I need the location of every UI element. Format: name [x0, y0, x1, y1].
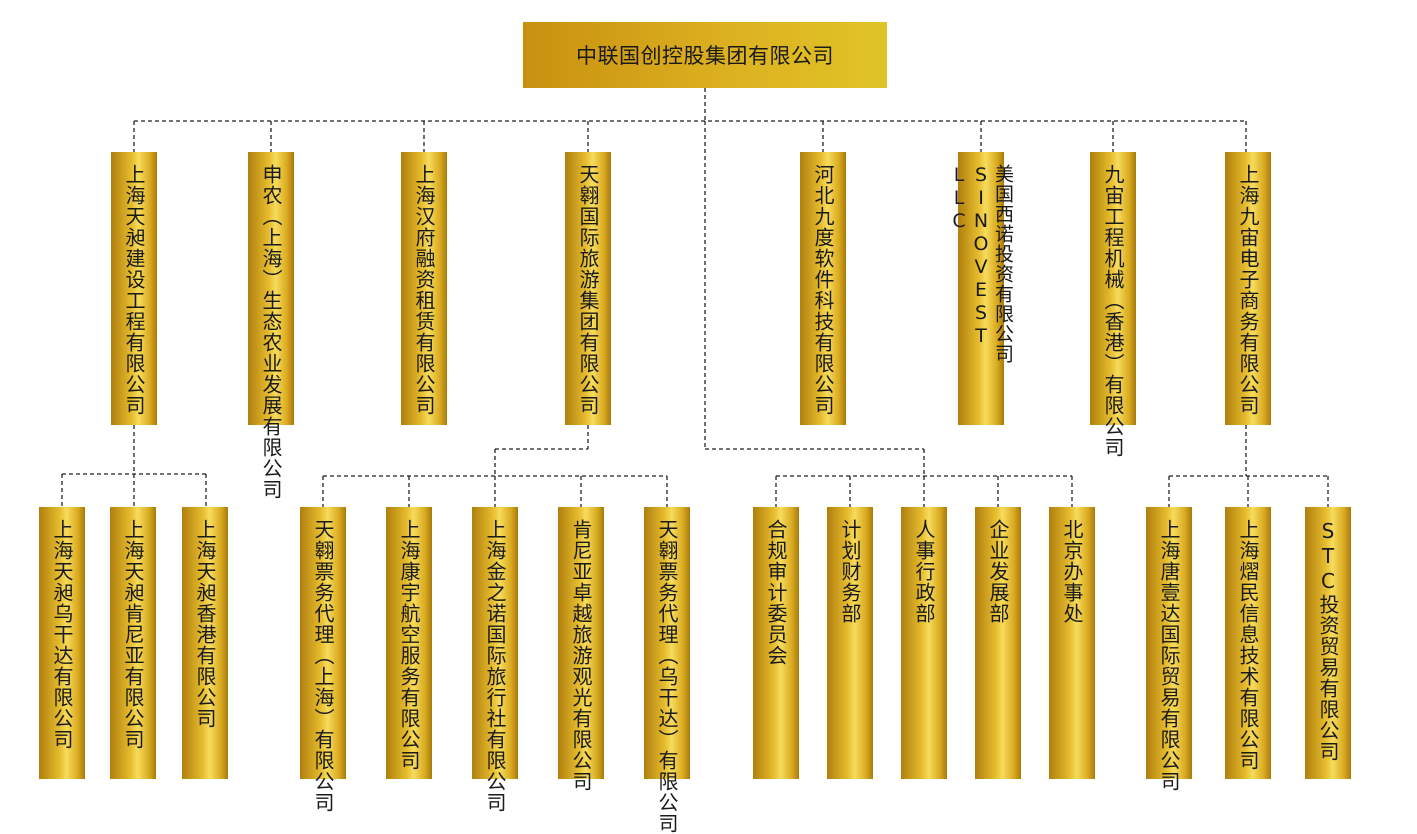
- l1-node-hebei-jiudu-software: 河北九度软件科技有限公司: [800, 152, 846, 425]
- l1-node-hanfu-leasing: 上海汉府融资租赁有限公司: [401, 152, 447, 425]
- l2-label: 肯尼亚卓越旅游观光有限公司: [569, 519, 593, 792]
- l1-label: 天翱国际旅游集团有限公司: [576, 164, 600, 416]
- l1-label: 上海九宙电子商务有限公司: [1236, 164, 1260, 416]
- l2-label: 企业发展部: [986, 519, 1010, 624]
- l1-label: 九宙工程机械（香港）有限公司: [1101, 164, 1125, 458]
- root-company-label: 中联国创控股集团有限公司: [576, 44, 834, 68]
- l1-label: 申农（上海）生态农业发展有限公司: [259, 164, 283, 500]
- l2-label: 上海天昶肯尼亚有限公司: [121, 519, 145, 750]
- l2-node-tianao-ticket-uganda: 天翱票务代理（乌干达）有限公司: [644, 507, 690, 834]
- l2-node-kenya-zhuoyue-tourism: 肯尼亚卓越旅游观光有限公司: [558, 507, 604, 792]
- l2-label: 上海唐壹达国际贸易有限公司: [1157, 519, 1181, 792]
- l2-node-tianchang-hongkong: 上海天昶香港有限公司: [182, 507, 228, 779]
- l2-label: 北京办事处: [1060, 519, 1084, 624]
- l1-label: 河北九度软件科技有限公司: [811, 164, 835, 416]
- l2-node-compliance-audit-committee: 合规审计委员会: [753, 507, 799, 779]
- l1-node-jiuzhou-ecommerce: 上海九宙电子商务有限公司: [1225, 152, 1271, 425]
- l2-label: STC投资贸易有限公司: [1316, 519, 1340, 762]
- l2-label: 人事行政部: [912, 519, 936, 624]
- l2-node-yimin-it: 上海熠民信息技术有限公司: [1225, 507, 1271, 779]
- l1-node-tianchang-construction: 上海天昶建设工程有限公司: [111, 152, 157, 425]
- l1-node-jiuzhou-machinery: 九宙工程机械（香港）有限公司: [1090, 152, 1136, 458]
- l1-label: 上海天昶建设工程有限公司: [122, 164, 146, 416]
- l2-label: 上海康宇航空服务有限公司: [397, 519, 421, 771]
- l2-node-tianao-ticket-shanghai: 天翱票务代理（上海）有限公司: [300, 507, 346, 813]
- l2-node-finance-dept: 计划财务部: [827, 507, 873, 779]
- l2-node-tianchang-kenya: 上海天昶肯尼亚有限公司: [110, 507, 156, 779]
- l2-label: 上海天昶香港有限公司: [193, 519, 217, 729]
- l2-label: 天翱票务代理（上海）有限公司: [311, 519, 335, 813]
- l1-label: 上海汉府融资租赁有限公司: [412, 164, 436, 416]
- l2-node-beijing-office: 北京办事处: [1049, 507, 1095, 779]
- l2-node-hr-admin-dept: 人事行政部: [901, 507, 947, 779]
- l2-node-tangyida-trade: 上海唐壹达国际贸易有限公司: [1146, 507, 1192, 792]
- l2-node-stc-investment-trade: STC投资贸易有限公司: [1305, 507, 1351, 779]
- l1-node-tianao-travel-group: 天翱国际旅游集团有限公司: [565, 152, 611, 425]
- l1-label: 美国西诺投资有限公司 SINOVEST LLC: [948, 164, 1014, 364]
- l2-node-jinzhinuo-travel: 上海金之诺国际旅行社有限公司: [472, 507, 518, 813]
- l2-label: 天翱票务代理（乌干达）有限公司: [655, 519, 679, 834]
- l2-label: 合规审计委员会: [764, 519, 788, 666]
- l1-node-shennong-agri: 申农（上海）生态农业发展有限公司: [248, 152, 294, 500]
- l2-label: 计划财务部: [838, 519, 862, 624]
- l1-node-sinovest: 美国西诺投资有限公司 SINOVEST LLC: [948, 152, 1014, 425]
- l2-node-corp-development-dept: 企业发展部: [975, 507, 1021, 779]
- l2-node-kangyu-aviation: 上海康宇航空服务有限公司: [386, 507, 432, 779]
- l2-label: 上海金之诺国际旅行社有限公司: [483, 519, 507, 813]
- l2-label: 上海熠民信息技术有限公司: [1236, 519, 1260, 771]
- l2-label: 上海天昶乌干达有限公司: [50, 519, 74, 750]
- root-company-box: 中联国创控股集团有限公司: [523, 22, 887, 88]
- l2-node-tianchang-uganda: 上海天昶乌干达有限公司: [39, 507, 85, 779]
